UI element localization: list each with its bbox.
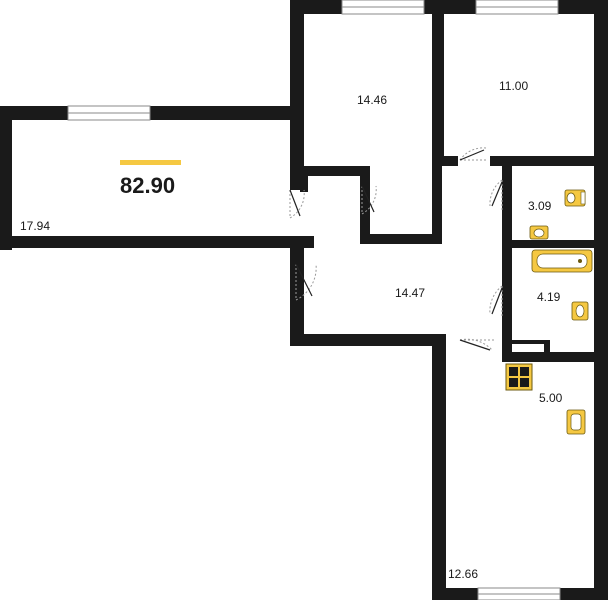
- wall-living-left: [0, 106, 12, 250]
- wall-hall-niche-left-post: [300, 166, 308, 192]
- wall-living-hall-stub: [296, 236, 314, 248]
- wall-bedroom1-right-low: [432, 156, 442, 242]
- doors: [289, 147, 503, 351]
- room-area-loggia: 12.66: [448, 567, 478, 581]
- room-area-bedroom-1: 14.46: [357, 93, 387, 107]
- kitchen-sink-icon: [566, 409, 586, 435]
- stove-icon: [505, 363, 533, 391]
- room-area-bathroom: 4.19: [537, 290, 561, 304]
- bathtub-icon: [531, 249, 593, 273]
- wall-wc-bath-divider: [502, 240, 608, 248]
- wall-right: [594, 0, 608, 600]
- door-living: [289, 189, 305, 219]
- room-area-living: 17.94: [20, 219, 50, 233]
- sink-icon: [529, 225, 549, 240]
- room-area-bedroom-2: 11.00: [499, 79, 528, 93]
- room-area-kitchen: 5.00: [539, 391, 563, 405]
- wall-top: [290, 0, 608, 14]
- door-niche: [361, 185, 377, 215]
- door-toilet: [489, 179, 503, 210]
- fixtures: [505, 189, 593, 435]
- door-bathroom: [489, 285, 503, 318]
- wall-wc-left: [502, 156, 512, 356]
- wall-bedroom-bottom: [490, 156, 608, 166]
- wall-shaft-right: [544, 340, 550, 356]
- total-area: 82.90: [120, 173, 175, 198]
- wall-shaft: [510, 340, 550, 344]
- windows: [67, 0, 561, 600]
- wall-living-bottom: [0, 236, 312, 248]
- wall-left-upper: [290, 0, 304, 190]
- toilet-icon: [564, 189, 586, 207]
- wall-hall-bottom: [290, 334, 440, 346]
- wall-loggia-left: [432, 334, 446, 600]
- wall-hall-niche-bottom: [362, 234, 442, 244]
- door-hall-left: [295, 263, 317, 301]
- wall-bath-bottom: [502, 352, 608, 362]
- wall-bedroom1-divider: [432, 0, 444, 160]
- door-loggia: [459, 338, 494, 351]
- wall-bedroom1-bottom-right: [432, 156, 458, 166]
- room-area-hall: 14.47: [395, 286, 425, 300]
- wall-left-hall: [290, 248, 304, 346]
- door-bedroom-2: [459, 147, 488, 161]
- wall-hall-niche-left: [360, 166, 370, 244]
- washbasin-icon: [571, 301, 589, 321]
- wall-hall-niche-top: [300, 166, 370, 176]
- room-area-toilet: 3.09: [528, 199, 552, 213]
- total-area-accent-bar: [120, 160, 181, 165]
